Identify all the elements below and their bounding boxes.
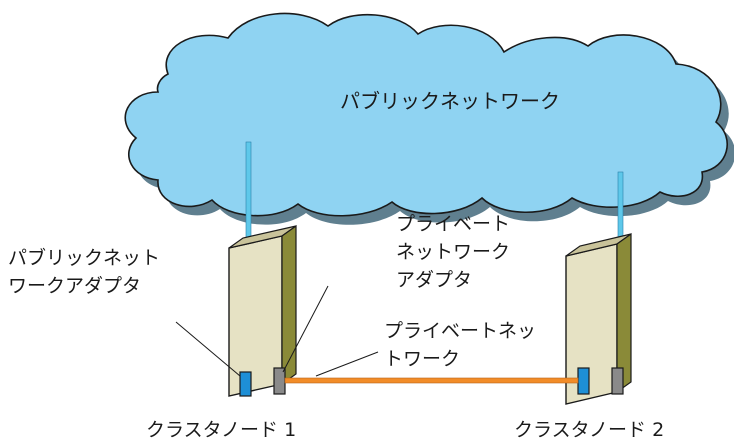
label-public-adapter-line1: パブリックネット	[8, 246, 160, 269]
label-private-network-line1: プライベートネッ	[384, 320, 536, 342]
private-cable	[284, 377, 579, 384]
label-node1: クラスタノード 1	[146, 419, 296, 441]
nic-public-node2	[611, 367, 624, 395]
leader-private-network	[315, 351, 379, 377]
label-private-adapter-line3: アダプタ	[396, 269, 472, 291]
cloud-label: パブリックネットワーク	[340, 89, 560, 113]
cluster-node-1-tower	[228, 224, 297, 397]
leader-private-adapter	[282, 285, 329, 373]
label-private-adapter-line2: ネットワーク	[396, 241, 510, 263]
nic-public-node1	[239, 371, 252, 397]
label-private-adapter-line1: プライベート	[396, 213, 510, 235]
leader-public-adapter	[175, 321, 241, 377]
cloud-public-network: パブリックネットワーク	[124, 12, 728, 217]
cluster-node-2-tower	[565, 232, 632, 405]
nic-private-node2	[577, 367, 590, 395]
label-node2: クラスタノード 2	[514, 419, 664, 441]
label-private-network-line2: トワーク	[384, 348, 460, 370]
label-public-adapter-line2: ワークアダプタ	[8, 275, 141, 297]
